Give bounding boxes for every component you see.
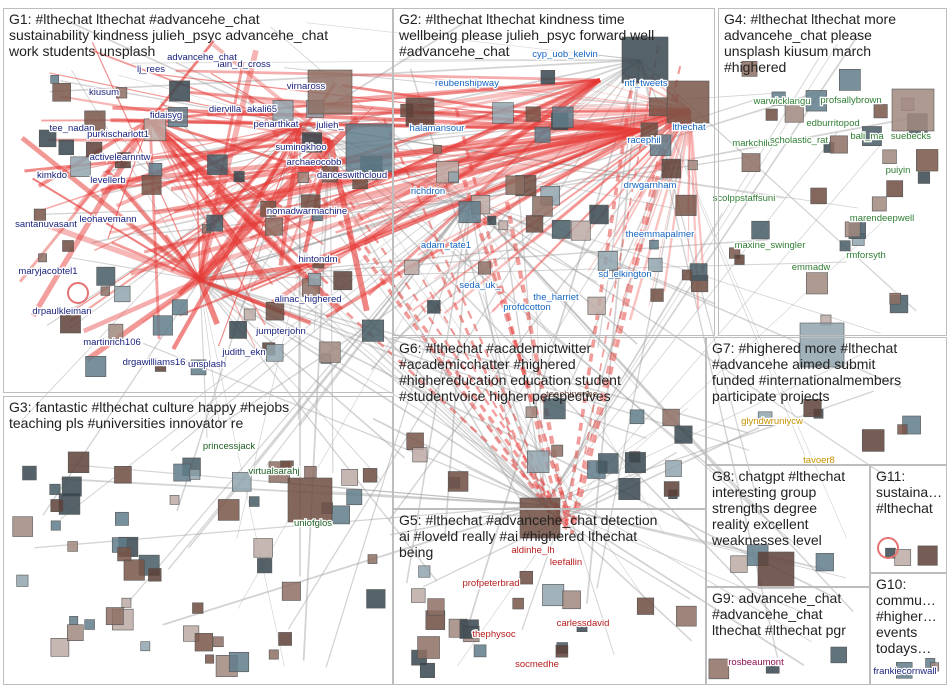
group-box-g1 <box>3 8 393 393</box>
group-box-g11 <box>870 465 947 573</box>
group-box-g2 <box>393 8 715 336</box>
group-box-g7 <box>706 337 947 465</box>
group-box-g5 <box>393 509 706 685</box>
group-box-g8 <box>706 465 870 587</box>
group-box-g9 <box>706 587 870 685</box>
group-box-g3 <box>3 396 393 685</box>
group-box-g6 <box>393 337 706 509</box>
group-box-g10 <box>870 573 947 685</box>
group-box-g4 <box>718 8 947 336</box>
